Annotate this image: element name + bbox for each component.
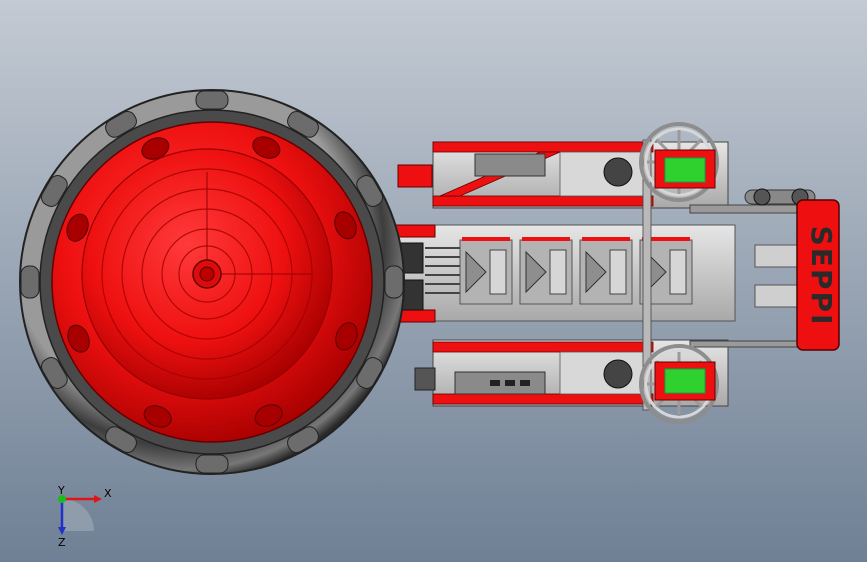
coordinate-triad: X Y Z: [57, 484, 112, 549]
tread-block: [356, 175, 383, 207]
tread-block: [105, 111, 137, 138]
tread-block: [287, 111, 319, 138]
tread-block: [287, 426, 319, 453]
mechanism-red-strip: [462, 237, 510, 241]
tread-block: [105, 426, 137, 453]
mechanism-block: [609, 249, 627, 295]
rim-pocket: [334, 211, 357, 240]
upper-module-red-bar: [432, 141, 654, 153]
lower-module-red-bar: [432, 341, 654, 353]
lower-module-bearing: [603, 359, 633, 389]
triad-z-label: Z: [58, 536, 66, 549]
lower-module-port-3: [520, 380, 530, 386]
mechanism-red-strip: [582, 237, 630, 241]
rear-lift-arm[interactable]: SEPPI: [744, 188, 840, 351]
triad-x-label: X: [104, 487, 112, 500]
rim-pocket: [254, 404, 283, 427]
mechanism-wedge: [525, 250, 547, 294]
mechanism-wedge: [465, 250, 487, 294]
rear-rail-lower: [689, 340, 811, 348]
rim-pocket: [143, 405, 172, 428]
front-caster-upper: [397, 164, 433, 188]
main-wheel-tread: [20, 90, 404, 474]
mechanism-block: [549, 249, 567, 295]
mechanism-red-strip: [522, 237, 570, 241]
lower-module-red-bar-2: [432, 393, 654, 405]
tread-block: [356, 357, 383, 389]
triad-y-label: Y: [57, 484, 65, 497]
wheel-motor-upper: [654, 149, 716, 189]
mechanism-block: [489, 249, 507, 295]
rear-rail-upper: [689, 204, 811, 214]
mechanism-red-strip: [642, 237, 690, 241]
tread-block: [41, 175, 68, 207]
internal-mechanism: [425, 237, 693, 305]
rim-pocket: [66, 213, 89, 242]
tread-block: [195, 454, 229, 474]
main-wheel-rim-pockets: [66, 136, 358, 428]
rim-pocket: [67, 324, 90, 353]
upper-module-gearbox: [474, 153, 546, 177]
logo-text: SEPPI: [805, 226, 838, 327]
tread-block: [20, 265, 40, 299]
tread-block: [195, 90, 229, 110]
rim-pocket: [252, 136, 281, 159]
main-wheel[interactable]: [19, 89, 405, 475]
logo-bar: [796, 199, 840, 351]
upper-module-red-bar-2: [432, 195, 654, 207]
main-wheel-hub-rings: [101, 168, 313, 380]
front-caster-lower: [414, 367, 436, 391]
tread-block: [41, 357, 68, 389]
mechanism-block: [669, 249, 687, 295]
lower-module-port-1: [490, 380, 500, 386]
mechanism-wedge: [585, 250, 607, 294]
rim-pocket: [335, 322, 358, 351]
tread-block: [384, 265, 404, 299]
rim-pocket: [141, 137, 170, 160]
robot-chassis[interactable]: [344, 139, 811, 411]
upper-module-bearing: [603, 157, 633, 187]
lower-module-port-2: [505, 380, 515, 386]
wheel-motor-lower: [654, 361, 716, 401]
